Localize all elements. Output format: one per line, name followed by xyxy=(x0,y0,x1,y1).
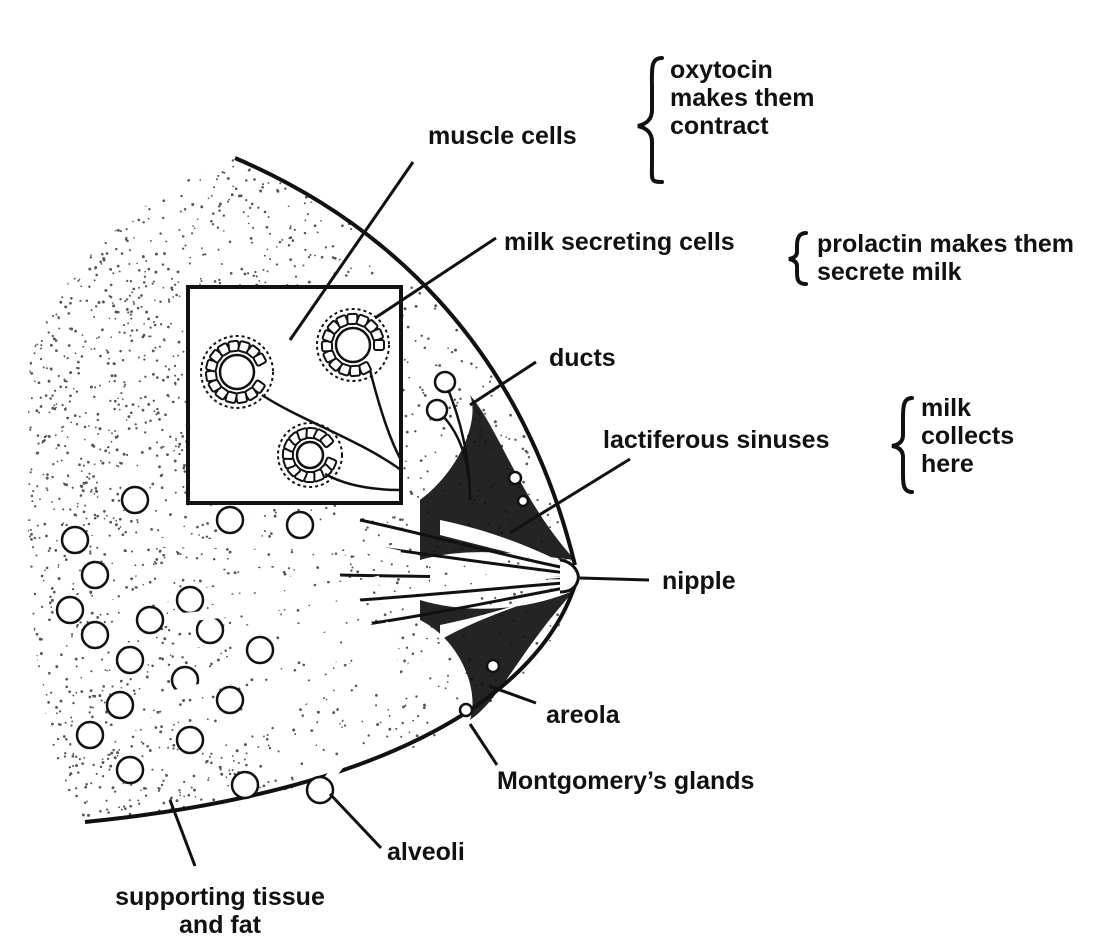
label-montgomerys-glands: Montgomery’s glands xyxy=(497,767,754,795)
magnified-alveolus xyxy=(201,336,273,408)
leader-ducts xyxy=(470,362,536,405)
note-oxytocin-line-1: oxytocin xyxy=(670,56,815,84)
supporting-tissue-line-1: supporting tissue xyxy=(95,883,345,911)
label-lactiferous-sinuses: lactiferous sinuses xyxy=(603,426,829,454)
note-milk-collects: milk collects here xyxy=(921,394,1014,478)
note-milk-collects-line-2: collects xyxy=(921,422,1014,450)
brace-prolactin xyxy=(789,233,806,284)
leader-nipple xyxy=(580,578,649,580)
note-milk-collects-line-1: milk xyxy=(921,394,1014,422)
note-oxytocin-line-3: contract xyxy=(670,112,815,140)
leader-areola xyxy=(489,686,536,703)
note-prolactin: prolactin makes them secrete milk xyxy=(817,230,1074,286)
leader-alveoli xyxy=(330,794,381,848)
label-milk-secreting-cells: milk secreting cells xyxy=(504,228,735,256)
brace-oxytocin xyxy=(638,58,662,182)
note-oxytocin: oxytocin makes them contract xyxy=(670,56,815,140)
note-oxytocin-line-2: makes them xyxy=(670,84,815,112)
alveolus-lobule xyxy=(82,560,350,588)
note-prolactin-line-1: prolactin makes them xyxy=(817,230,1074,258)
magnified-alveolus xyxy=(317,309,389,381)
note-milk-collects-line-3: here xyxy=(921,450,1014,478)
supporting-tissue-line-2: and fat xyxy=(95,911,345,939)
note-prolactin-line-2: secrete milk xyxy=(817,258,1074,286)
label-alveoli: alveoli xyxy=(387,838,465,866)
label-areola: areola xyxy=(546,701,620,729)
label-ducts: ducts xyxy=(549,344,616,372)
label-nipple: nipple xyxy=(662,567,736,595)
label-supporting-tissue: supporting tissue and fat xyxy=(95,883,345,939)
brace-milk-collects xyxy=(892,398,912,492)
label-muscle-cells: muscle cells xyxy=(428,122,577,150)
leader-montgomery xyxy=(470,724,497,765)
